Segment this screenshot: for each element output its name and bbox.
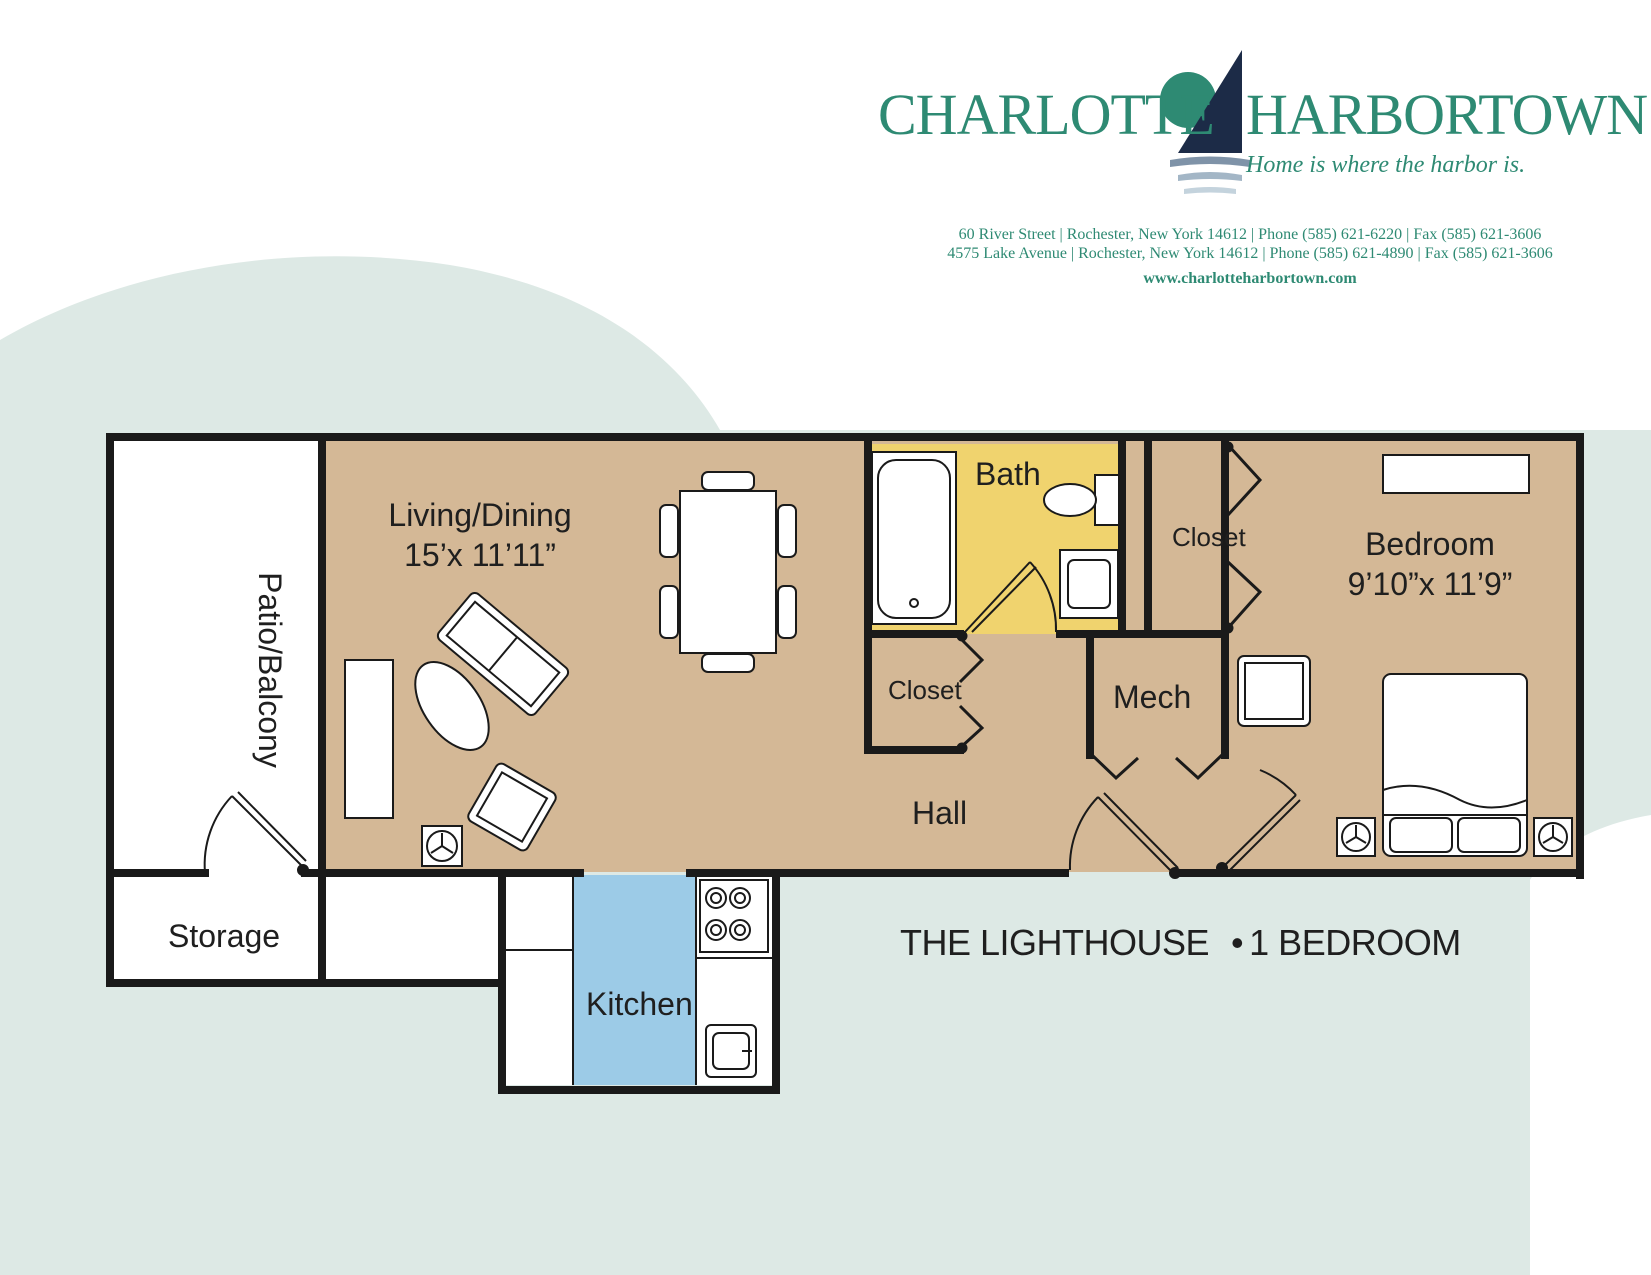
door-swing-icon [1068, 769, 1301, 879]
room-label-kitchen: Kitchen [586, 986, 693, 1022]
plan-bedrooms: 1 BEDROOM [1249, 922, 1461, 963]
fan-icon [421, 825, 463, 867]
stove-icon [699, 879, 769, 953]
plan-name: THE LIGHTHOUSE [900, 922, 1210, 963]
room-label-bedroom: Bedroom 9’10”x 11’9” [1340, 524, 1520, 604]
plan-title: THE LIGHTHOUSE •1 BEDROOM [900, 922, 1461, 964]
tv-console [344, 659, 394, 819]
brand-name-left: CHARLOTTE [878, 82, 1215, 147]
sofa-icon [436, 591, 570, 717]
dining-table-icon [659, 471, 797, 673]
armchair-icon [1237, 655, 1311, 727]
room-dims-bedroom: 9’10”x 11’9” [1347, 566, 1513, 602]
bed-icon [1382, 673, 1528, 857]
bifold-door-icon [1090, 753, 1224, 781]
website-link[interactable]: www.charlotteharbortown.com [1143, 270, 1357, 287]
bifold-door-icon [956, 630, 985, 754]
tagline: Home is where the harbor is. [1246, 152, 1526, 178]
fan-icon [1336, 817, 1376, 857]
room-label-closet-bedroom: Closet [1172, 522, 1246, 552]
armchair-icon [467, 762, 557, 852]
address-line-2: 4575 Lake Avenue | Rochester, New York 1… [947, 245, 1553, 262]
brand-name-right: HARBORTOWN [1246, 82, 1648, 147]
room-label-hall: Hall [912, 795, 968, 831]
sink-icon [1059, 549, 1119, 619]
room-label-patio: Patio/Balcony [252, 572, 288, 768]
room-label-storage: Storage [168, 918, 281, 954]
toilet-icon [1043, 474, 1120, 526]
room-name-bedroom: Bedroom [1365, 526, 1495, 562]
plan-bullet: • [1231, 922, 1244, 963]
room-name-living: Living/Dining [388, 497, 572, 533]
bathtub-icon [871, 451, 957, 625]
kitchen-counter-left [505, 875, 573, 1085]
dresser [1382, 454, 1530, 494]
address-line-1: 60 River Street | Rochester, New York 14… [958, 226, 1542, 243]
sailboat-icon [1160, 50, 1250, 194]
door-swing-icon [203, 791, 309, 876]
room-label-bath: Bath [975, 456, 1041, 492]
room-label-closet-hall: Closet [888, 675, 962, 705]
bifold-door-icon [1222, 441, 1263, 634]
coffee-table [414, 661, 490, 751]
sink-icon [705, 1024, 757, 1078]
kitchen-floor [573, 875, 696, 1085]
room-dims-living: 15’x 11’11” [404, 537, 556, 573]
door-swing-icon [964, 561, 1058, 633]
storage-area [110, 875, 320, 983]
room-label-mech: Mech [1113, 679, 1192, 715]
fan-icon [1533, 817, 1573, 857]
patio-area [110, 440, 320, 875]
room-label-living: Living/Dining 15’x 11’11” [380, 495, 580, 575]
utility-area [325, 875, 500, 983]
